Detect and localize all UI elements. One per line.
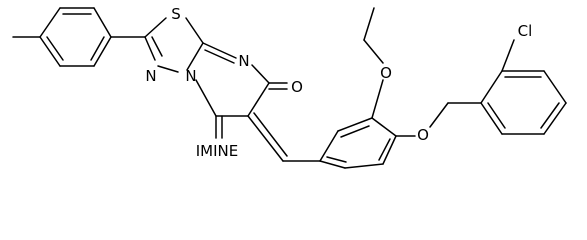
bond xyxy=(337,117,373,132)
bond xyxy=(39,7,61,38)
atom-label-benzyloxy-o: O xyxy=(417,126,429,144)
bond xyxy=(543,70,567,104)
bond xyxy=(46,36,64,61)
bond xyxy=(144,36,156,61)
bond xyxy=(157,65,179,73)
bond xyxy=(204,49,235,64)
bond xyxy=(247,115,284,162)
bond xyxy=(382,135,397,165)
bond xyxy=(540,102,560,129)
bond xyxy=(363,7,375,41)
bond xyxy=(39,36,61,67)
bond xyxy=(151,36,163,57)
bond xyxy=(319,160,346,169)
atom-label-ethoxy-o: O xyxy=(380,64,392,82)
molecule-structure: S N O N N IMINE O O Cl xyxy=(12,5,567,169)
bond xyxy=(93,7,112,38)
atom-label-n-ring-left: N xyxy=(145,67,156,85)
bond xyxy=(371,79,384,119)
atom-label-s: S xyxy=(171,5,181,23)
bond xyxy=(371,117,397,137)
bond xyxy=(344,163,384,169)
atom-label-n-bridge: N xyxy=(185,67,196,85)
bond xyxy=(319,130,339,162)
atom-label-imine: IMINE xyxy=(196,142,239,160)
bond xyxy=(326,156,347,163)
bond xyxy=(202,42,237,59)
bond xyxy=(185,17,204,44)
atom-label-n-ring-top: N xyxy=(238,52,249,70)
bond xyxy=(247,82,270,117)
atom-label-chloro: Cl xyxy=(518,22,533,40)
bond xyxy=(363,39,384,64)
bond xyxy=(480,70,503,104)
bond xyxy=(195,79,217,117)
bond xyxy=(253,112,288,157)
bond xyxy=(251,64,270,84)
bond xyxy=(93,36,112,67)
bond xyxy=(90,36,105,61)
bond xyxy=(501,39,515,72)
bond xyxy=(429,102,449,128)
bond xyxy=(144,17,167,38)
bond xyxy=(340,125,370,138)
bond xyxy=(480,102,503,135)
bond xyxy=(186,42,204,71)
bond xyxy=(378,138,391,161)
atom-label-carbonyl-o: O xyxy=(291,78,303,96)
bond xyxy=(543,102,567,135)
bond xyxy=(487,102,506,129)
